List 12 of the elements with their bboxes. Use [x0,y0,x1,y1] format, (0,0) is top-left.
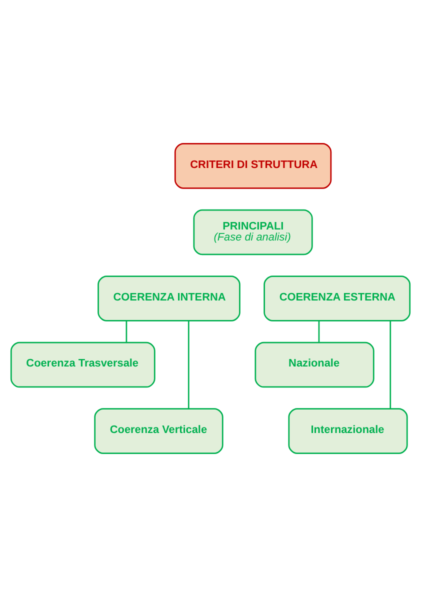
node-box: Coerenza Verticale [94,408,224,454]
connector [318,320,320,342]
node-box: PRINCIPALI (Fase di analisi) [193,209,313,256]
node-box: CRITERI DI STRUTTURA [174,143,332,189]
node-box: COERENZA ESTERNA [264,276,411,322]
node-box: Nazionale [254,342,374,388]
connector [188,320,190,409]
node-box: Coerenza Trasversale [10,342,156,388]
node-box: Internazionale [288,408,408,454]
connector [390,320,392,409]
node-box: COERENZA INTERNA [98,276,240,322]
connector [126,320,128,342]
